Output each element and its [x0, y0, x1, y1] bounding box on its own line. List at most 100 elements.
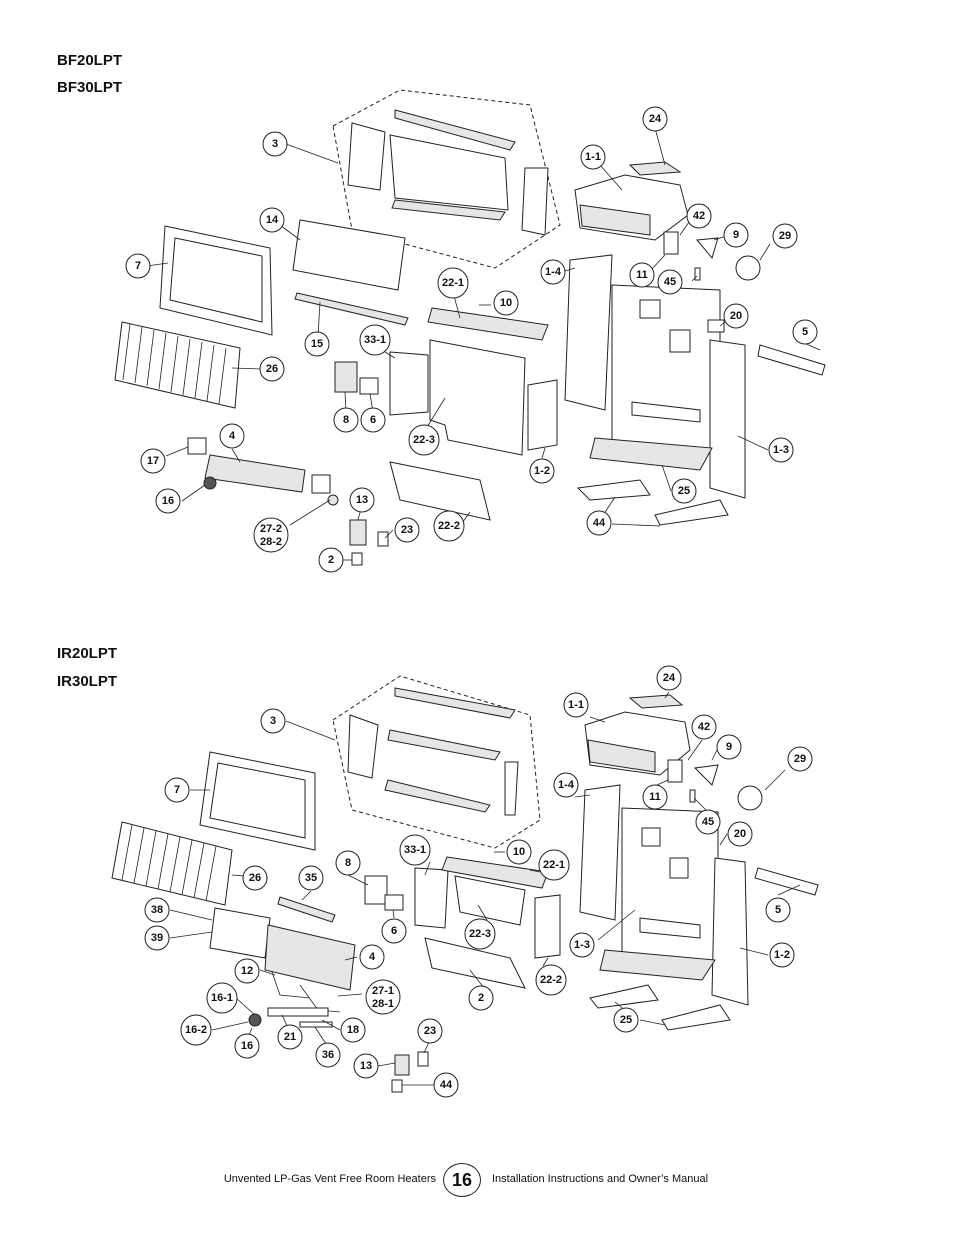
- ir-bar-36: [299, 1021, 333, 1028]
- bf-bracket-9: [696, 237, 719, 260]
- page-footer: Unvented LP-Gas Vent Free Room Heaters 1…: [0, 1163, 954, 1197]
- bf-rail-5: [757, 344, 826, 376]
- ir-cabinet-base: [599, 949, 716, 981]
- bf-callout-22-3: 22-3: [408, 424, 440, 456]
- ir-parts-drawing: [111, 675, 819, 1093]
- bf-callout-17: 17: [140, 448, 166, 474]
- bf-callout-label: 25: [678, 485, 690, 497]
- ir-callout-8: 8: [335, 850, 361, 876]
- bf-callout-label: 20: [730, 310, 742, 322]
- bf-callout-24: 24: [642, 106, 668, 132]
- bf-lower-louver: [389, 461, 491, 521]
- bf-callout-22-1: 22-1: [437, 267, 469, 299]
- ir-callout-label: 24: [663, 672, 676, 684]
- bf-callout-2: 2: [318, 547, 344, 573]
- bf-callout-label: 4: [229, 430, 236, 442]
- ir-valve-bracket-6: [384, 894, 404, 911]
- bf-callout-label: 8: [343, 414, 349, 426]
- bf-panel-33-1: [389, 351, 429, 416]
- bf-callout-1-2: 1-2: [529, 458, 555, 484]
- ir-callout-label: 3: [270, 715, 276, 727]
- ir-callout-2: 2: [468, 985, 494, 1011]
- ir-callout-label: 25: [620, 1014, 632, 1026]
- ir-firebox-mid: [387, 729, 501, 761]
- ir-ceramic-panel: [209, 907, 271, 959]
- bf-cabinet-slot: [631, 401, 701, 423]
- ir-firebox-right: [504, 761, 519, 816]
- model-label-bf30lpt: BF30LPT: [57, 79, 123, 96]
- bf-callout-label: 5: [802, 326, 808, 338]
- bf-callout-33-1: 33-1: [359, 324, 391, 356]
- ir-callout-3: 3: [260, 708, 286, 734]
- bf-deflector: [427, 307, 549, 341]
- bf-callout-13: 13: [349, 487, 375, 513]
- bf-fan-29: [735, 255, 761, 281]
- ir-callout-label: 6: [391, 925, 397, 937]
- ir-callout-label: 16-2: [185, 1024, 207, 1036]
- ir-callout-1-2: 1-2: [769, 942, 795, 968]
- ir-foot-25b: [661, 1004, 731, 1031]
- ir-callout-label: 16-1: [211, 992, 233, 1004]
- bf-callout-22-2: 22-2: [433, 510, 465, 542]
- bf-fitting-27-2: [327, 494, 339, 506]
- bf-callout-label: 2: [328, 554, 334, 566]
- bf-callout-1-3: 1-3: [768, 437, 794, 463]
- ir-cabinet-slot: [639, 917, 701, 939]
- ir-safety-grille: [111, 821, 233, 906]
- ir-callout-label: 42: [698, 721, 710, 733]
- ir-burner-array: [264, 924, 356, 991]
- bf-callout-25: 25: [671, 478, 697, 504]
- bf-bracket-17: [187, 437, 207, 455]
- bf-panel-22-2: [527, 379, 558, 451]
- model-label-bf20lpt: BF20LPT: [57, 52, 123, 69]
- footer-left-text: Unvented LP-Gas Vent Free Room Heaters: [223, 1173, 436, 1185]
- ir-callout-label: 29: [794, 753, 806, 765]
- bf-callout-label: 6: [370, 414, 376, 426]
- ir-callout-label: 18: [347, 1024, 359, 1036]
- ir-regulator-13: [394, 1054, 410, 1076]
- ir-side-panel-left: [579, 784, 621, 921]
- bf-callout-4: 4: [219, 423, 245, 449]
- bf-callout-14: 14: [259, 207, 285, 233]
- ir-lower-louver: [424, 937, 526, 989]
- bf-cabinet-window-1: [639, 299, 661, 319]
- ir-callout-45: 45: [695, 809, 721, 835]
- footer-right-text: Installation Instructions and Owner’s Ma…: [492, 1173, 709, 1185]
- ir-callout-label: 44: [440, 1079, 453, 1091]
- ir-cabinet-window-2: [669, 857, 689, 879]
- ir-knob-42: [667, 759, 683, 783]
- bf-safety-grille: [114, 321, 241, 409]
- bf-callout-26: 26: [259, 356, 285, 382]
- ir-callout-label: 1-3: [574, 939, 590, 951]
- ir-foot-25a: [589, 984, 659, 1009]
- bf-side-panel-right: [709, 339, 746, 499]
- bf-callout-label: 29: [779, 230, 791, 242]
- bf-firebox-back: [389, 134, 509, 211]
- bf-callout-label: 14: [266, 214, 279, 226]
- ir-callout-25: 25: [613, 1007, 639, 1033]
- bf-callout-label: 17: [147, 455, 159, 467]
- ir-callout-4: 4: [359, 944, 385, 970]
- bf-callout-label: 15: [311, 338, 323, 350]
- ir-top-cover-louvers: [587, 739, 656, 773]
- bf-callout-label: 1-3: [773, 444, 789, 456]
- bf-callout-11: 11: [629, 262, 655, 288]
- bf-cabinet-base: [589, 437, 713, 471]
- bf-callout-10: 10: [493, 290, 519, 316]
- bf-callout-label: 3: [272, 138, 278, 150]
- ir-callout-label: 21: [284, 1031, 296, 1043]
- ir-callout-16-2: 16-2: [180, 1014, 212, 1046]
- ir-callout-44: 44: [433, 1072, 459, 1098]
- bf-callout-label: 11: [636, 269, 648, 281]
- ir-callout-label: 38: [151, 904, 163, 916]
- ir-callout-33-1: 33-1: [399, 834, 431, 866]
- bf-callout-label: 22-3: [413, 434, 435, 446]
- ir-callout-label: 23: [424, 1025, 436, 1037]
- ir-callout-20: 20: [727, 821, 753, 847]
- bf-callout-16: 16: [155, 488, 181, 514]
- bf-callout-label: 23: [401, 524, 413, 536]
- ir-bracket-9: [693, 764, 719, 786]
- bf-cabinet-back: [611, 284, 721, 451]
- bf-callout-27-2-28-2: 27-228-2: [253, 517, 289, 553]
